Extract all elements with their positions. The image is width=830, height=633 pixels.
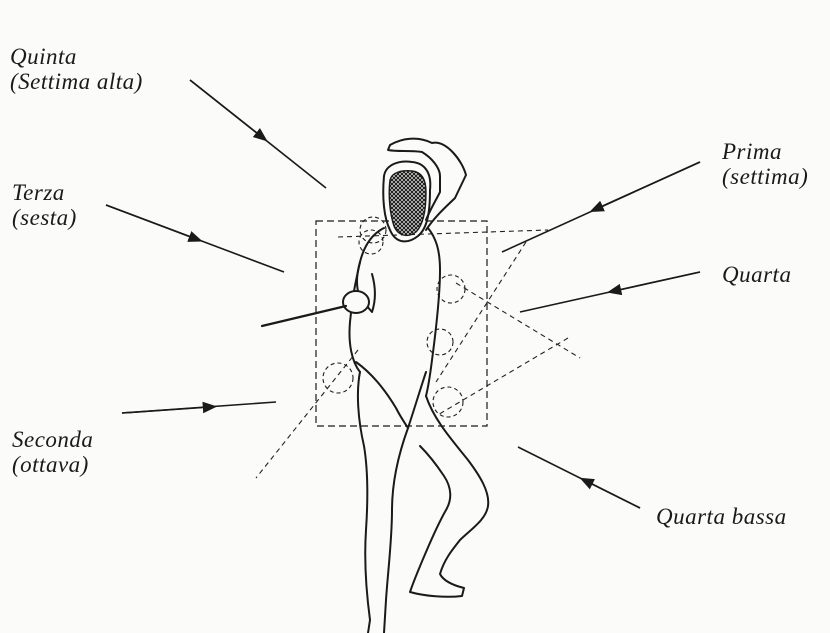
arrow-quarta-bassa-head — [586, 481, 640, 508]
label-quarta-bassa: Quarta bassa — [656, 504, 787, 529]
parry-circle-quarta — [427, 329, 453, 355]
sword-hand — [343, 291, 369, 313]
fencer-figure — [262, 139, 488, 633]
label-terza-line1: Terza — [12, 180, 77, 205]
sword-blade — [262, 306, 346, 326]
arrow-quarta-head — [614, 272, 700, 291]
parry-point-circles — [323, 217, 465, 417]
parry-circle-prima — [437, 275, 465, 303]
label-quinta: Quinta (Settima alta) — [10, 44, 143, 94]
label-quinta-line1: Quinta — [10, 44, 143, 69]
label-terza-line2: (sesta) — [12, 205, 77, 230]
label-prima-line2: (settima) — [722, 164, 808, 189]
parry-circle-seconda — [323, 363, 353, 393]
arrow-prima-head — [596, 162, 700, 209]
label-prima-line1: Prima — [722, 139, 808, 164]
label-quarta-bassa-line1: Quarta bassa — [656, 504, 787, 529]
label-quarta-line1: Quarta — [722, 262, 791, 287]
left-leg — [358, 372, 408, 633]
label-prima: Prima (settima) — [722, 139, 808, 189]
label-quarta: Quarta — [722, 262, 791, 287]
label-terza: Terza (sesta) — [12, 180, 77, 230]
label-seconda-line2: (ottava) — [12, 452, 93, 477]
label-seconda: Seconda (ottava) — [12, 427, 93, 477]
arrow-terza-head — [106, 205, 196, 239]
parry-circle-quarta-bassa — [433, 387, 463, 417]
fencing-mask-mesh — [389, 171, 426, 236]
parry-circle-terza — [359, 230, 383, 254]
parry-direction-lines — [256, 230, 580, 478]
label-quinta-line2: (Settima alta) — [10, 69, 143, 94]
label-seconda-line1: Seconda — [12, 427, 93, 452]
hip-line — [356, 362, 426, 428]
arrow-seconda-head — [122, 407, 210, 413]
arrow-quinta-head — [190, 80, 262, 137]
